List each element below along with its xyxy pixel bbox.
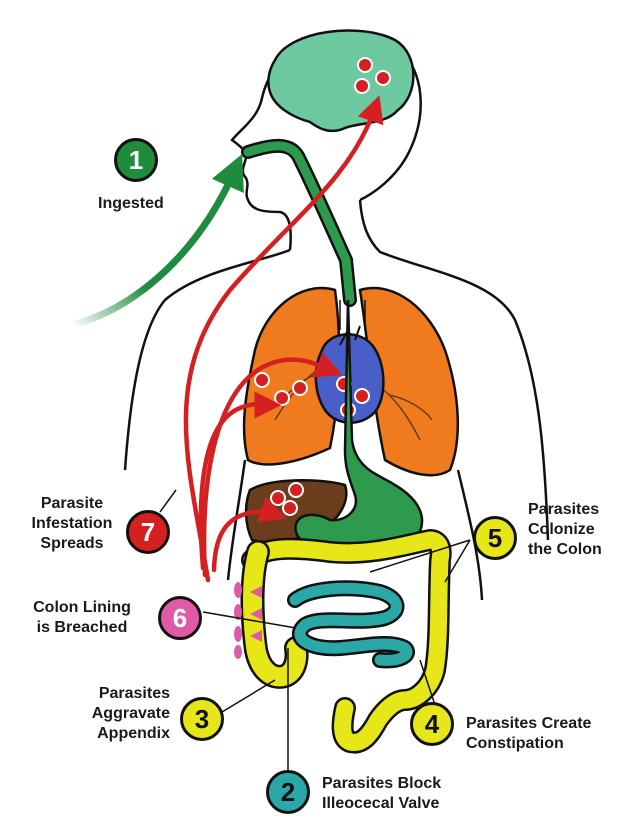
step-4-line-2: Constipation — [466, 734, 591, 754]
step-6-line-1: Colon Lining — [18, 598, 146, 618]
step-2-line-1: Parasites Block — [322, 774, 441, 794]
step-2-badge: 2 — [266, 770, 310, 814]
esophagus — [248, 146, 350, 300]
liver-parasite-dot — [283, 501, 297, 515]
heart-parasite-dot — [355, 389, 369, 403]
lung-parasite-dot — [255, 373, 269, 387]
step-3-badge: 3 — [180, 697, 224, 741]
step-7-label: Parasite Infestation Spreads — [20, 494, 124, 554]
lung-parasite-dot — [293, 381, 307, 395]
step-1-line-1: Ingested — [98, 194, 164, 214]
step-1-label: Ingested — [98, 194, 164, 214]
step-4-label: Parasites Create Constipation — [466, 714, 591, 754]
brain-parasite-dot — [358, 58, 372, 72]
brain-parasite-dot — [376, 71, 390, 85]
step-5-badge: 5 — [473, 516, 517, 560]
liver-parasite-dot — [289, 483, 303, 497]
step-1-badge: 1 — [114, 138, 158, 182]
brain — [268, 30, 413, 130]
step-5-line-2: Colonize — [528, 520, 602, 540]
step-5-label: Parasites Colonize the Colon — [528, 500, 602, 560]
step-7-line-3: Spreads — [20, 534, 124, 554]
step-2-line-2: Illeocecal Valve — [322, 794, 441, 814]
step-6-label: Colon Lining is Breached — [18, 598, 146, 638]
step-7-line-1: Parasite — [20, 494, 124, 514]
small-intestine — [295, 588, 407, 660]
step-3-line-2: Aggravate — [66, 704, 170, 724]
step-6-badge: 6 — [158, 596, 202, 640]
step-3-label: Parasites Aggravate Appendix — [66, 684, 170, 744]
brain-parasite-dot — [355, 79, 369, 93]
step-7-badge: 7 — [126, 510, 170, 554]
liver-parasite-dot — [271, 491, 285, 505]
step-7-line-2: Infestation — [20, 514, 124, 534]
step-5-line-3: the Colon — [528, 540, 602, 560]
step-2-label: Parasites Block Illeocecal Valve — [322, 774, 441, 814]
step-3-line-3: Appendix — [66, 724, 170, 744]
step-4-line-1: Parasites Create — [466, 714, 591, 734]
step-6-line-2: is Breached — [18, 618, 146, 638]
step-4-badge: 4 — [410, 702, 454, 746]
step-5-line-1: Parasites — [528, 500, 602, 520]
lung-parasite-dot — [275, 391, 289, 405]
step-3-line-1: Parasites — [66, 684, 170, 704]
